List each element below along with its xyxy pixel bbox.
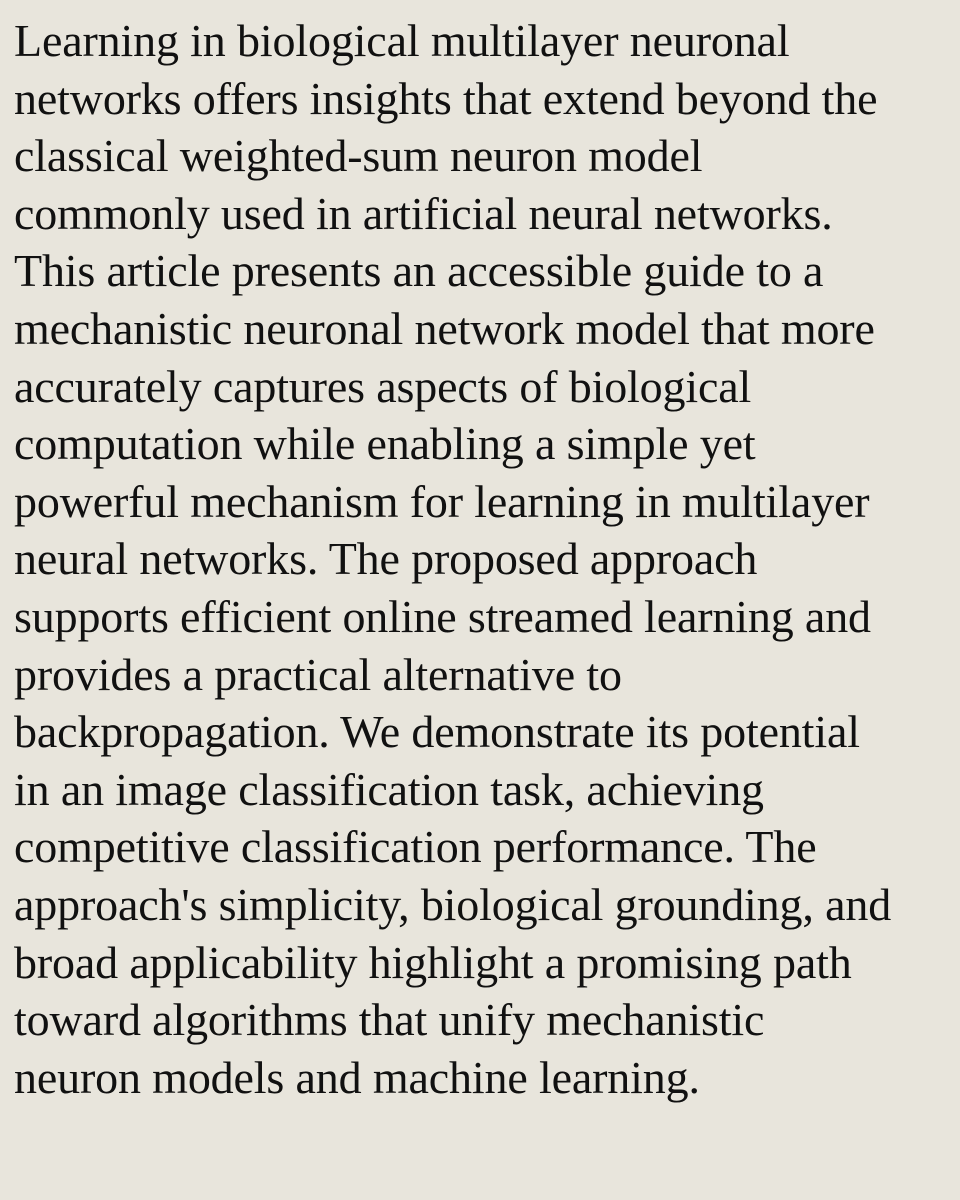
abstract-line: backpropagation. We demonstrate its pote… bbox=[14, 706, 860, 758]
abstract-text: Learning in biological multilayer neuron… bbox=[14, 12, 960, 1106]
abstract-line: neural networks. The proposed approach bbox=[14, 533, 758, 585]
abstract-line: networks offers insights that extend bey… bbox=[14, 72, 878, 124]
abstract-line: supports efficient online streamed learn… bbox=[14, 590, 871, 642]
abstract-line: competitive classification performance. … bbox=[14, 821, 817, 873]
abstract-line: mechanistic neuronal network model that … bbox=[14, 302, 875, 354]
abstract-line: approach's simplicity, biological ground… bbox=[14, 878, 892, 930]
abstract-line: neuron models and machine learning. bbox=[14, 1051, 700, 1103]
abstract-line: classical weighted-sum neuron model bbox=[14, 130, 703, 182]
abstract-line: Learning in biological multilayer neuron… bbox=[14, 15, 790, 66]
abstract-line: accurately captures aspects of biologica… bbox=[14, 360, 752, 412]
abstract-line: provides a practical alternative to bbox=[14, 648, 622, 700]
abstract-line: broad applicability highlight a promisin… bbox=[14, 936, 852, 988]
abstract-line: toward algorithms that unify mechanistic bbox=[14, 994, 765, 1046]
abstract-line: in an image classification task, achievi… bbox=[14, 763, 764, 815]
abstract-line: powerful mechanism for learning in multi… bbox=[14, 475, 870, 527]
abstract-line: commonly used in artificial neural netwo… bbox=[14, 187, 833, 239]
abstract-line: computation while enabling a simple yet bbox=[14, 418, 756, 470]
abstract-line: This article presents an accessible guid… bbox=[14, 245, 824, 297]
